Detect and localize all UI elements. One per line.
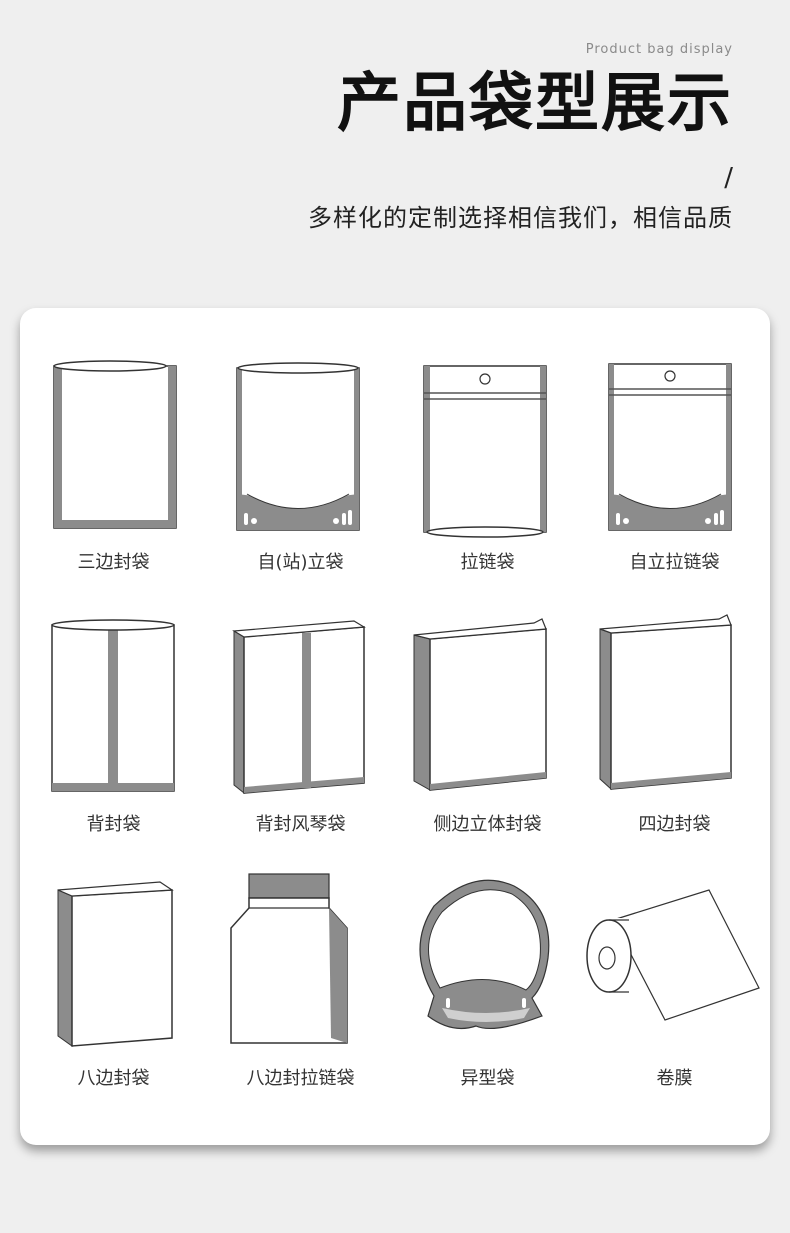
bag-item-eight-side-zipper: 八边封拉链袋 [207, 838, 394, 1108]
bag-item-shaped: 异型袋 [394, 838, 581, 1108]
bag-label: 自立拉链袋 [629, 552, 720, 573]
title-slash: / [724, 163, 733, 193]
bag-label: 八边封袋 [77, 1068, 150, 1089]
bag-label: 异型袋 [460, 1068, 515, 1089]
bag-label: 卷膜 [656, 1068, 693, 1089]
four-side-seal-bag-icon [599, 614, 732, 791]
zipper-bag-icon [423, 365, 547, 538]
bag-item-back-seal-gusset: 背封风琴袋 [207, 573, 394, 843]
side-gusset-bag-icon [413, 618, 547, 791]
bag-item-stand-up-zipper: 自立拉链袋 [581, 308, 768, 578]
three-side-seal-bag-icon [53, 360, 177, 529]
bag-item-roll-film: 卷膜 [581, 838, 768, 1108]
bag-label: 八边封拉链袋 [246, 1068, 355, 1089]
page-title: 产品袋型展示 [337, 67, 733, 141]
bag-item-zipper: 拉链袋 [394, 308, 581, 578]
back-seal-gusset-bag-icon [232, 620, 366, 795]
bag-label: 背封袋 [86, 814, 141, 835]
back-seal-bag-icon [51, 619, 175, 792]
tagline: 多样化的定制选择相信我们，相信品质 [308, 204, 733, 232]
bag-showcase-card: 三边封袋 自(站)立袋 拉链袋 [20, 308, 770, 1145]
bag-item-eight-side-seal: 八边封袋 [20, 838, 207, 1108]
stand-up-pouch-icon [236, 362, 360, 531]
bag-item-four-side-seal: 四边封袋 [581, 573, 768, 843]
bag-item-back-seal: 背封袋 [20, 573, 207, 843]
shaped-bag-icon [419, 879, 550, 1030]
stand-up-zipper-bag-icon [608, 363, 732, 531]
bag-label: 自(站)立袋 [257, 552, 344, 573]
bag-label: 三边封袋 [77, 552, 150, 573]
eight-side-seal-zipper-bag-icon [230, 873, 348, 1044]
roll-film-icon [586, 889, 760, 1021]
eight-side-seal-bag-icon [57, 881, 174, 1047]
bag-item-three-side-seal: 三边封袋 [20, 308, 207, 578]
bag-label: 背封风琴袋 [255, 814, 346, 835]
bag-label: 拉链袋 [460, 552, 515, 573]
subtitle-en: Product bag display [585, 42, 733, 57]
bag-item-stand-up: 自(站)立袋 [207, 308, 394, 578]
bag-label: 侧边立体封袋 [433, 814, 542, 835]
bag-item-side-gusset: 侧边立体封袋 [394, 573, 581, 843]
bag-label: 四边封袋 [638, 814, 711, 835]
